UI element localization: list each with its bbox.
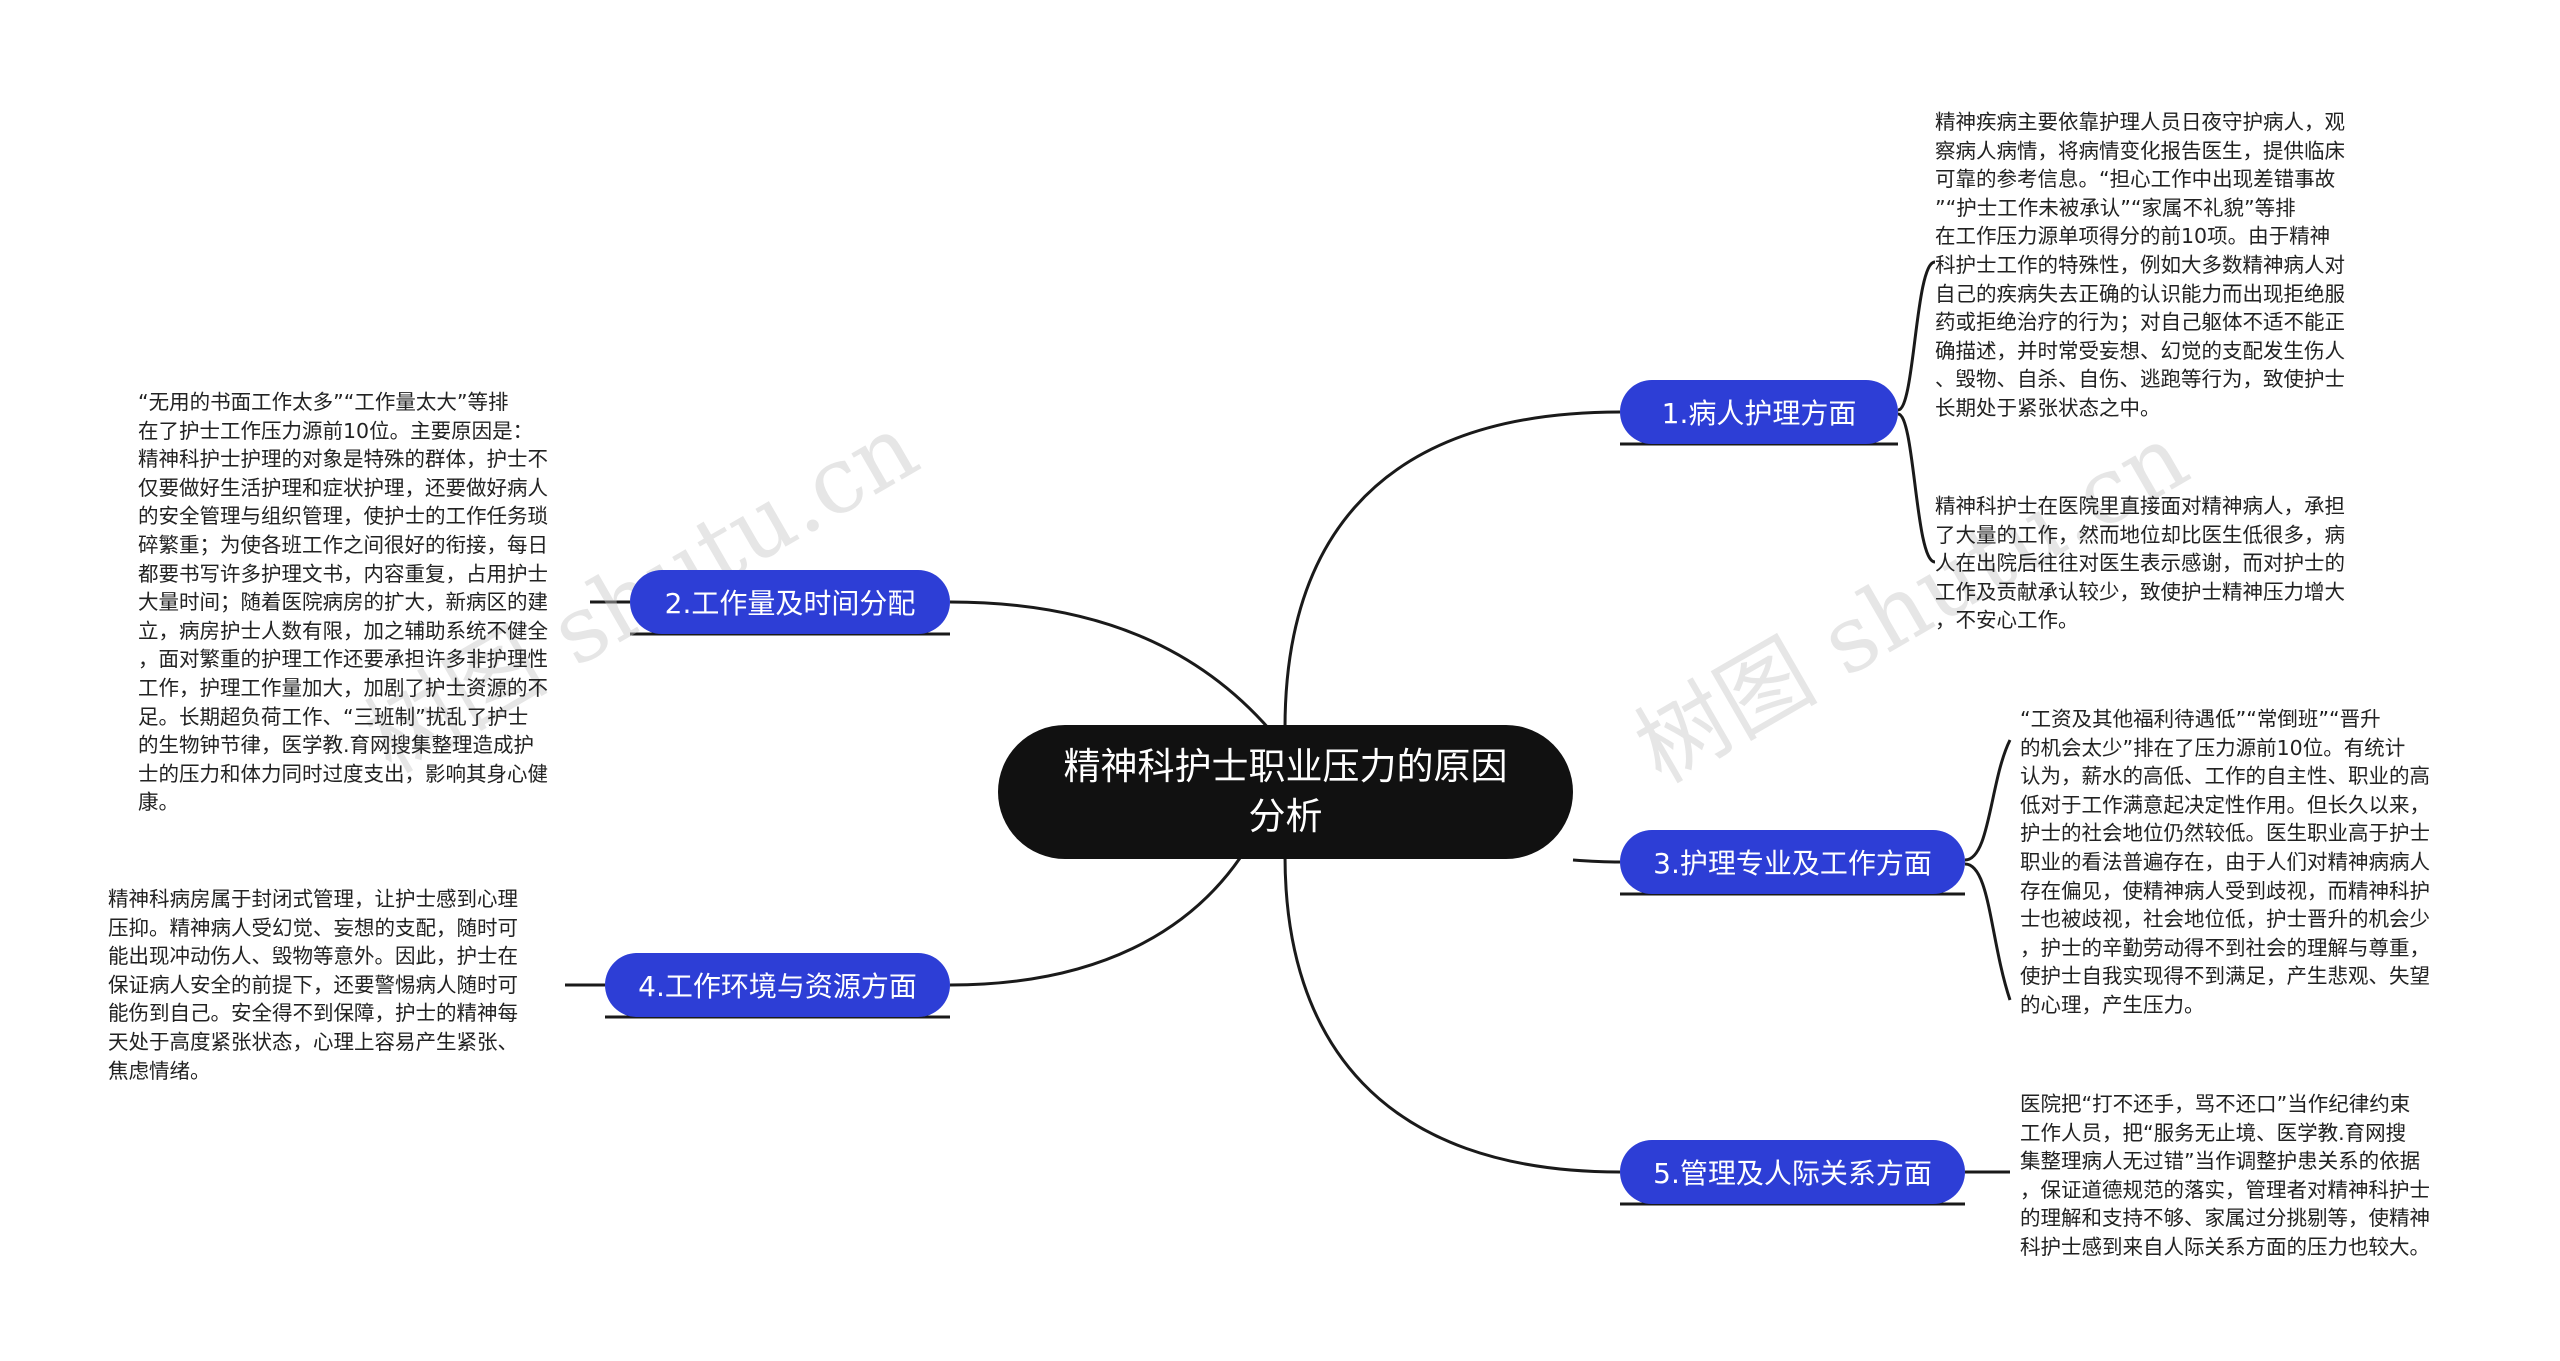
branch-management-relations-label: 5.管理及人际关系方面 (1653, 1157, 1932, 1190)
connector-central-to-b1 (1283, 410, 1621, 729)
connector-b1-to-notes (1897, 260, 1936, 564)
central-topic[interactable]: 精神科护士职业压力的原因分析 (998, 725, 1573, 859)
branch-patient-care[interactable]: 1.病人护理方面 (1620, 380, 1898, 444)
central-topic-title: 精神科护士职业压力的原因分析 (1063, 745, 1508, 838)
branch-patient-care-label: 1.病人护理方面 (1661, 397, 1857, 430)
note-work-environment: 精神科病房属于封闭式管理，让护士感到心理 压抑。精神病人受幻觉、妄想的支配，随时… (108, 887, 518, 1083)
note-patient-care-1: 精神疾病主要依靠护理人员日夜守护病人，观 察病人病情，将病情变化报告医生，提供临… (1935, 110, 2345, 420)
connector-central-to-b4 (949, 857, 1242, 987)
note-management-relations: 医院把“打不还手，骂不还口”当作纪律约束 工作人员，把“服务无止境、医学教.育网… (2020, 1092, 2430, 1259)
branch-workload-time-label: 2.工作量及时间分配 (664, 587, 916, 620)
branch-work-environment[interactable]: 4.工作环境与资源方面 (605, 953, 950, 1017)
connector-central-to-b2 (949, 600, 1272, 731)
connector-central-to-b5 (1283, 855, 1621, 1174)
branch-nursing-profession-label: 3.护理专业及工作方面 (1653, 847, 1932, 880)
connector-central-to-b3 (1572, 858, 1621, 864)
note-nursing-profession: “工资及其他福利待遇低”“常倒班”“晋升 的机会太少”排在了压力源前10位。有统… (2020, 707, 2430, 1017)
branch-nursing-profession[interactable]: 3.护理专业及工作方面 (1620, 830, 1965, 894)
branch-workload-time[interactable]: 2.工作量及时间分配 (630, 570, 950, 634)
connector-b3-to-note (1964, 739, 2012, 1001)
branch-work-environment-label: 4.工作环境与资源方面 (638, 970, 917, 1003)
note-patient-care-2: 精神科护士在医院里直接面对精神病人，承担 了大量的工作，然而地位却比医生低很多，… (1935, 494, 2345, 633)
note-workload-time: “无用的书面工作太多”“工作量太大”等排 在了护士工作压力源前10位。主要原因是… (138, 390, 548, 815)
branch-management-relations[interactable]: 5.管理及人际关系方面 (1620, 1140, 1965, 1204)
